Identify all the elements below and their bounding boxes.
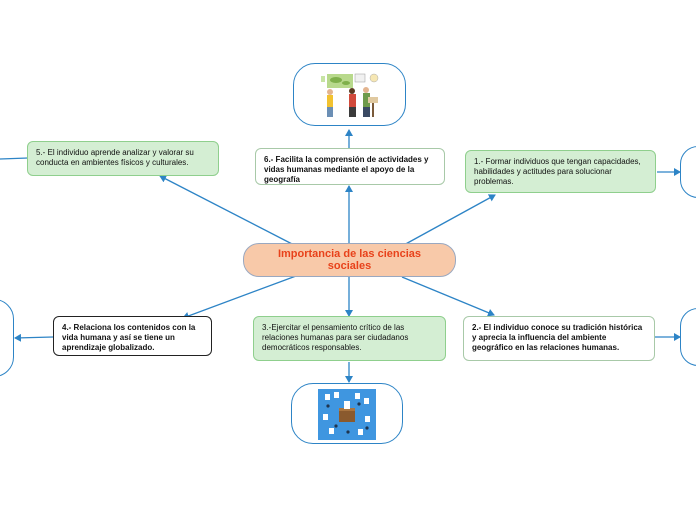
central-topic-title: Importancia de las ciencias sociales (277, 248, 422, 272)
topic-5[interactable]: 5.- El individuo aprende analizar y valo… (27, 141, 219, 176)
topic-6[interactable]: 6.- Facilita la comprensión de actividad… (255, 148, 445, 185)
link-t5-left (0, 157, 29, 160)
image-node-ballot[interactable] (291, 383, 403, 444)
image-node-edge-right-bottom[interactable] (680, 308, 696, 366)
link-central-t1 (401, 194, 496, 247)
topic-3[interactable]: 3.-Ejercitar el pensamiento crítico de l… (253, 316, 446, 361)
topic-4[interactable]: 4.- Relaciona los contenidos con la vida… (53, 316, 212, 356)
image-node-edge-left-bottom[interactable] (0, 299, 14, 377)
image-node-edge-right-top[interactable] (680, 146, 696, 198)
topic-4-text: 4.- Relaciona los contenidos con la vida… (62, 323, 196, 352)
link-central-t4 (182, 275, 297, 320)
topic-2[interactable]: 2.- El individuo conoce su tradición his… (463, 316, 655, 361)
link-t4-left (14, 333, 54, 342)
topic-1[interactable]: 1.- Formar individuos que tengan capacid… (465, 150, 656, 193)
link-central-t2 (401, 276, 495, 317)
central-topic[interactable]: Importancia de las ciencias sociales (243, 243, 456, 277)
ballot-box-voting-illustration-icon (318, 389, 376, 440)
topic-5-text: 5.- El individuo aprende analizar y valo… (36, 148, 194, 167)
topic-3-text: 3.-Ejercitar el pensamiento crítico de l… (262, 323, 409, 352)
geography-classroom-illustration-icon (321, 73, 379, 117)
link-central-t5 (159, 175, 297, 247)
topic-6-text: 6.- Facilita la comprensión de actividad… (264, 155, 429, 184)
topic-2-text: 2.- El individuo conoce su tradición his… (472, 323, 643, 352)
topic-1-text: 1.- Formar individuos que tengan capacid… (474, 157, 641, 186)
image-node-geography[interactable] (293, 63, 406, 126)
